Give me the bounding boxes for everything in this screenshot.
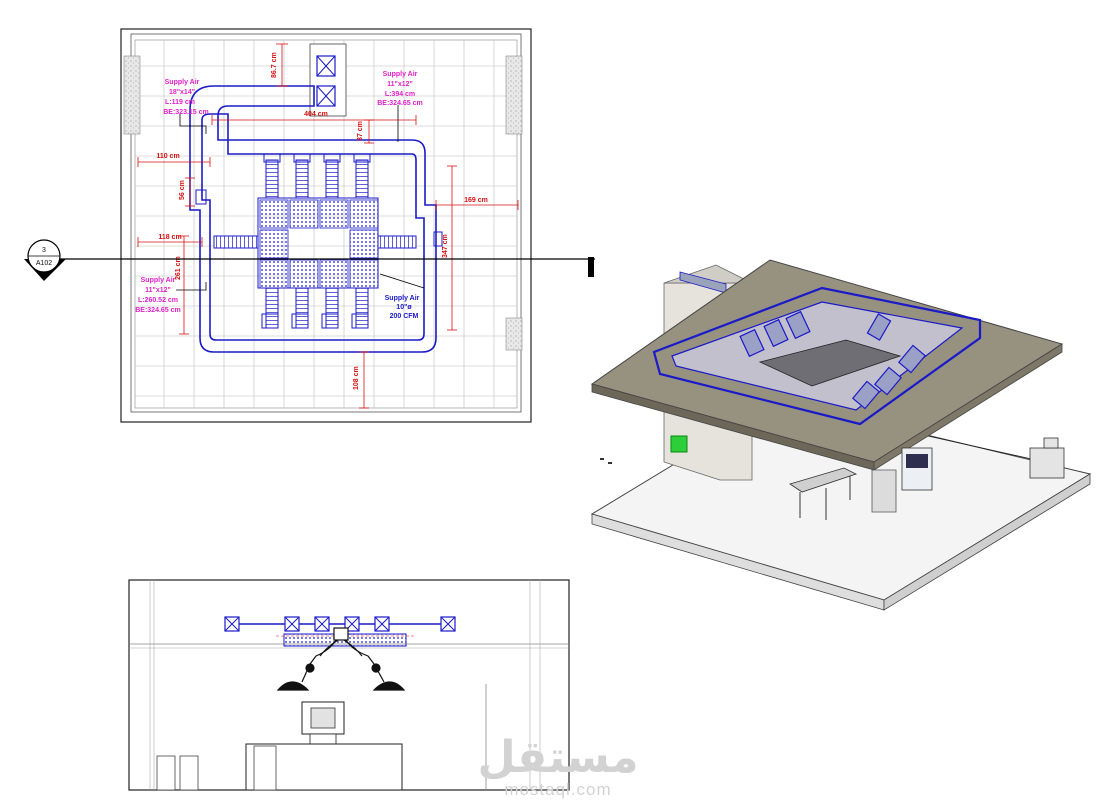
watermark-arabic: مستقل bbox=[478, 732, 639, 783]
column-right bbox=[505, 55, 523, 135]
supply-c-size: 11"x12" bbox=[145, 287, 171, 294]
dim-404: 404 cm bbox=[304, 111, 328, 118]
supply-d-title: Supply Air bbox=[385, 295, 420, 302]
duct-shaft bbox=[309, 43, 347, 117]
dimension-lines bbox=[137, 43, 519, 409]
section-cut[interactable]: 3 A102 bbox=[24, 239, 595, 281]
supply-b-be: BE:324.65 cm bbox=[377, 100, 423, 107]
flex-duct-right bbox=[377, 235, 417, 249]
section-number: 3 bbox=[42, 247, 46, 254]
supply-c-length: L:260.52 cm bbox=[138, 297, 178, 304]
supply-c-title: Supply Air bbox=[141, 277, 176, 284]
supply-d-size: 10"ø bbox=[396, 304, 412, 311]
iso-duct-loop bbox=[652, 286, 982, 426]
supply-d-flow: 200 CFM bbox=[390, 313, 419, 320]
dim-110: 110 cm bbox=[156, 153, 179, 160]
supply-b-size: 11"x12" bbox=[387, 81, 413, 88]
leader-lines bbox=[176, 105, 425, 291]
flex-ducts-top bbox=[263, 153, 371, 199]
supply-duct-loop bbox=[189, 85, 437, 353]
dim-169: 169 cm bbox=[464, 197, 488, 204]
diffuser-array bbox=[257, 197, 379, 289]
supply-b-length: L:394 cm bbox=[385, 91, 415, 98]
operating-table bbox=[789, 467, 858, 493]
flex-duct-left bbox=[213, 235, 259, 249]
dim-37: 37 cm bbox=[357, 121, 364, 141]
watermark-latin: mostaql.com bbox=[504, 780, 611, 799]
instrument-cart bbox=[1029, 437, 1065, 479]
dim-86-7: 86.7 cm bbox=[271, 52, 278, 78]
elev-trolleys bbox=[156, 755, 199, 791]
flex-ducts-bottom bbox=[261, 287, 369, 329]
supply-a-length: L:119 cm bbox=[165, 99, 195, 106]
dim-347: 347 cm bbox=[442, 234, 449, 258]
supply-a-be: BE:323.15 cm bbox=[163, 109, 209, 116]
surgical-lights bbox=[276, 627, 406, 691]
dim-118: 118 cm bbox=[158, 234, 181, 241]
iso-flex-ducts bbox=[739, 310, 927, 410]
dim-108: 108 cm bbox=[353, 366, 360, 390]
column-left bbox=[123, 55, 141, 135]
isometric-view bbox=[590, 259, 1092, 611]
supply-c-be: BE:324.65 cm bbox=[135, 307, 181, 314]
dim-261: 261 cm bbox=[175, 256, 182, 280]
supply-a-size: 18"x14" bbox=[169, 89, 195, 96]
dim-56: 56 cm bbox=[179, 180, 186, 200]
green-panel bbox=[670, 435, 688, 453]
section-elevation bbox=[128, 579, 570, 791]
supply-a-title: Supply Air bbox=[165, 79, 200, 86]
section-sheet: A102 bbox=[36, 260, 52, 267]
watermark: مستقل mostaql.com bbox=[478, 732, 639, 799]
supply-b-title: Supply Air bbox=[383, 71, 418, 78]
plan-view: Supply Air 18"x14" L:119 cm BE:323.15 cm… bbox=[120, 28, 532, 423]
